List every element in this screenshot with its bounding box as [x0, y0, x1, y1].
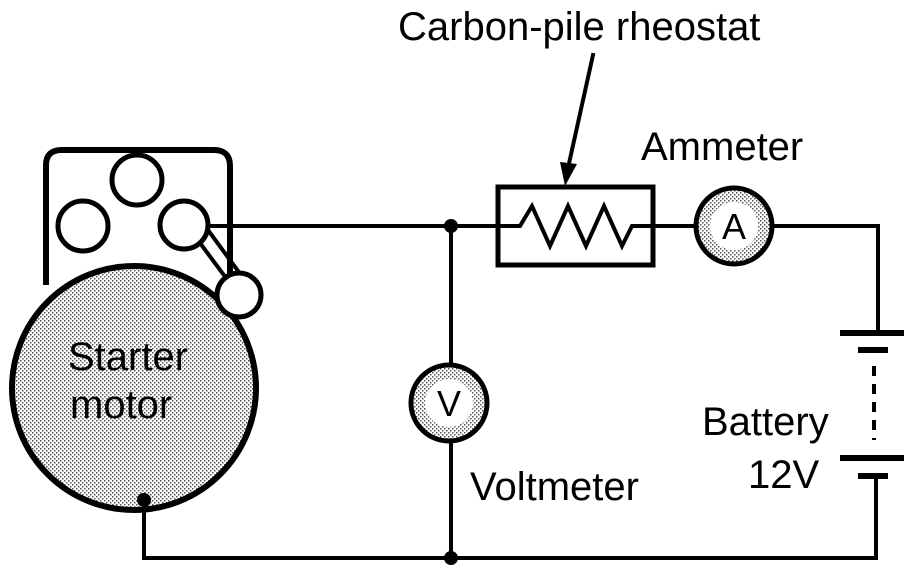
rheostat-zigzag — [496, 201, 655, 251]
ammeter-face — [710, 202, 758, 250]
wire-ammeter-to-battery — [770, 224, 880, 335]
solenoid-terminal-left — [55, 198, 111, 254]
rheostat-arrow-shaft — [565, 52, 596, 171]
battery-label: Battery — [702, 400, 829, 444]
terminal-link-wire-2 — [205, 227, 241, 274]
battery-voltage-label: 12V — [748, 453, 819, 497]
ammeter-label: Ammeter — [641, 125, 803, 169]
solenoid-housing — [43, 147, 233, 285]
ammeter-symbol: A — [722, 206, 746, 247]
starter-motor-body — [9, 263, 259, 513]
motor-ground-dot — [137, 493, 151, 507]
rheostat-label: Carbon-pile rheostat — [398, 5, 760, 49]
motor-terminal — [214, 270, 264, 320]
bottom-junction-dot — [444, 551, 458, 565]
voltmeter-face — [425, 379, 473, 427]
terminal-link-wire — [197, 240, 229, 281]
solenoid-terminal-top — [109, 152, 165, 208]
voltmeter-symbol: V — [437, 383, 461, 424]
bottom-return-wire — [142, 498, 878, 560]
voltmeter-label: Voltmeter — [470, 465, 639, 509]
rheostat-arrow-head — [560, 162, 577, 186]
starter-motor-label-line2: motor — [70, 383, 172, 427]
starter-motor-label-line1: Starter — [68, 335, 188, 379]
